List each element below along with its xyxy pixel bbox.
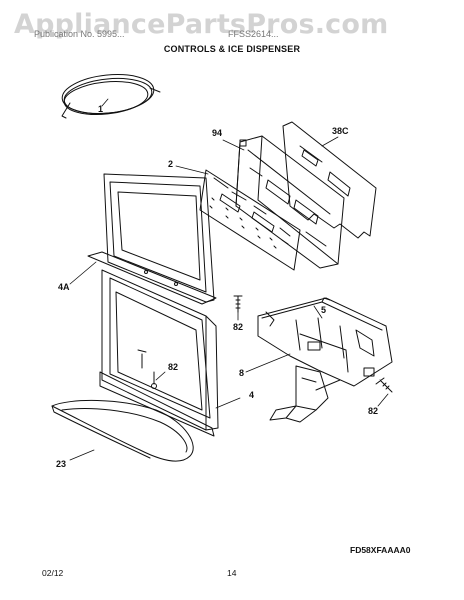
callout-82-right: 82 [368,406,378,416]
callout-5: 5 [321,305,326,315]
part-screw-right [375,377,393,393]
part-membrane-switch [199,169,301,271]
callout-8: 8 [239,368,244,378]
part-ice-chute-assembly [257,297,393,387]
callout-1: 1 [98,104,103,114]
callout-2: 2 [168,159,173,169]
callout-82-lower: 82 [168,362,178,372]
part-dispenser-paddle [269,365,341,423]
footer-date: 02/12 [42,568,64,578]
part-screw-upper [233,295,243,313]
leader-lines [69,98,389,461]
page-title: CONTROLS & ICE DISPENSER [163,44,301,54]
part-control-board [235,135,345,269]
publication-number: Publication No. 5995... [34,29,125,39]
part-tubing-coil [61,74,161,119]
part-screw-lower [151,371,157,389]
part-housing-frame [99,269,219,437]
model-reference: FFSS2614... [228,29,279,39]
callout-38c: 38C [332,126,349,136]
callout-4: 4 [249,390,254,400]
footer-page-number: 14 [227,568,237,578]
part-drip-tray [51,399,194,462]
part-cover-board [282,121,377,239]
callout-23: 23 [56,459,66,469]
model-code: FD58XFAAAA0 [350,545,411,555]
callout-82-upper: 82 [233,322,243,332]
callout-4a: 4A [58,282,70,292]
part-lens-strip [87,251,217,305]
watermark: AppliancePartsPros.com [14,9,389,40]
callout-94: 94 [212,128,222,138]
